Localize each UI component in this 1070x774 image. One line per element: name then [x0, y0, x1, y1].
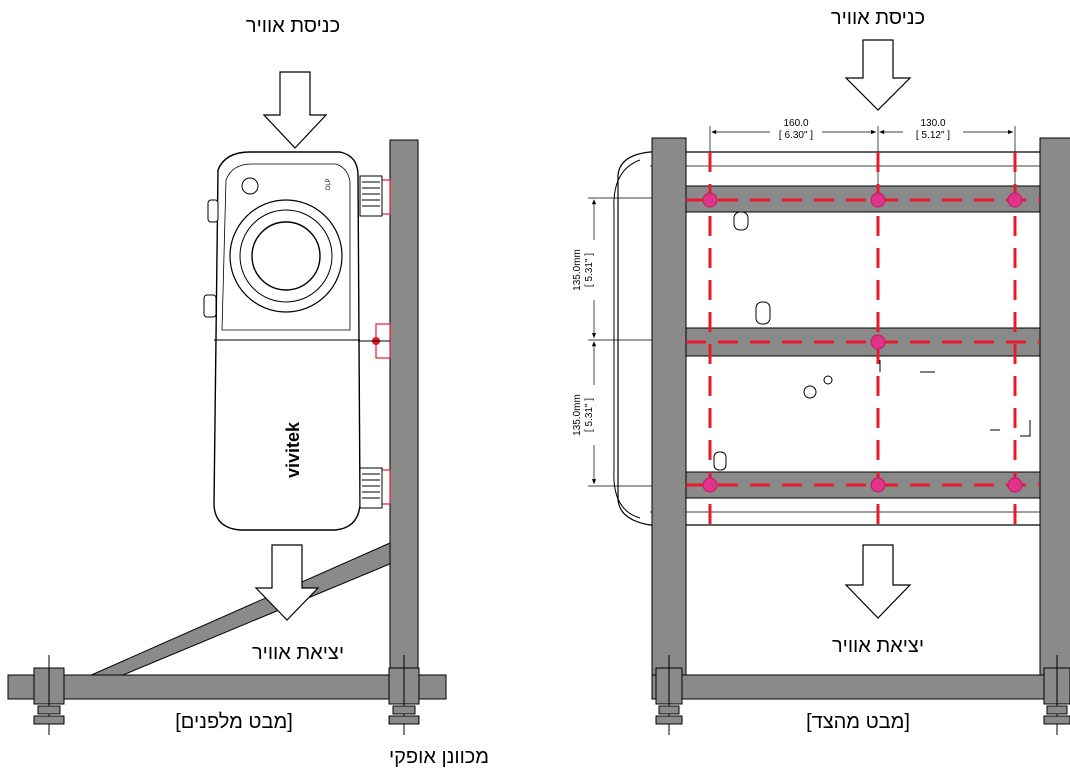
- side-air-exhaust-label: יציאת אוויר: [832, 635, 924, 657]
- dim-left-lower-inches: [ 5.31" ]: [584, 398, 595, 432]
- side-air-intake-label: כניסת אוויר: [831, 7, 925, 29]
- front-diagonal-brace: [60, 542, 393, 693]
- dim-top-left-value: 160.0: [783, 118, 808, 129]
- dlp-logo-text: DLP: [326, 178, 332, 190]
- projector-front: DLP vivitek: [203, 151, 383, 531]
- dim-top-right-inches: [ 5.12" ]: [916, 130, 950, 141]
- mount-points: [702, 192, 1023, 493]
- front-base-beam: [7, 674, 447, 700]
- front-view-caption: [מבט מלפנים]: [175, 711, 293, 733]
- front-air-intake-arrow: [262, 71, 328, 149]
- front-leveler-left: [33, 655, 65, 735]
- side-view: כניסת אוויר 160.0 [ 6.30" ]: [565, 7, 1070, 735]
- front-air-intake-label: כניסת אוויר: [246, 15, 340, 37]
- dim-left-lower-value: 135.0mm: [572, 394, 583, 436]
- side-post-right: [1039, 137, 1070, 699]
- front-leveler-right: [388, 655, 420, 735]
- dim-top-right-value: 130.0: [920, 118, 945, 129]
- side-air-exhaust-arrow: [844, 544, 912, 619]
- brand-logo-text: vivitek: [283, 421, 303, 478]
- side-leveler-left: [655, 655, 683, 735]
- dimension-top: 160.0 [ 6.30" ] 130.0 [ 5.12" ]: [709, 115, 1016, 185]
- front-air-exhaust-label: יציאת אוויר: [252, 642, 344, 664]
- dim-top-left-inches: [ 6.30" ]: [779, 130, 813, 141]
- front-view: כניסת אוויר DLP: [7, 15, 489, 768]
- side-leveler-right: [1043, 655, 1070, 735]
- dim-left-upper-inches: [ 5.31" ]: [584, 253, 595, 287]
- front-vertical-post: [389, 139, 419, 697]
- side-view-caption: [מבט מהצד]: [806, 711, 910, 733]
- side-post-left: [651, 137, 687, 699]
- horizontal-leveler-label: מכוונן אופקי: [389, 746, 489, 768]
- side-air-intake-arrow: [844, 39, 912, 111]
- mount-guides: [686, 152, 1040, 525]
- front-air-exhaust-arrow: [254, 544, 320, 621]
- dim-left-upper-value: 135.0mm: [572, 249, 583, 291]
